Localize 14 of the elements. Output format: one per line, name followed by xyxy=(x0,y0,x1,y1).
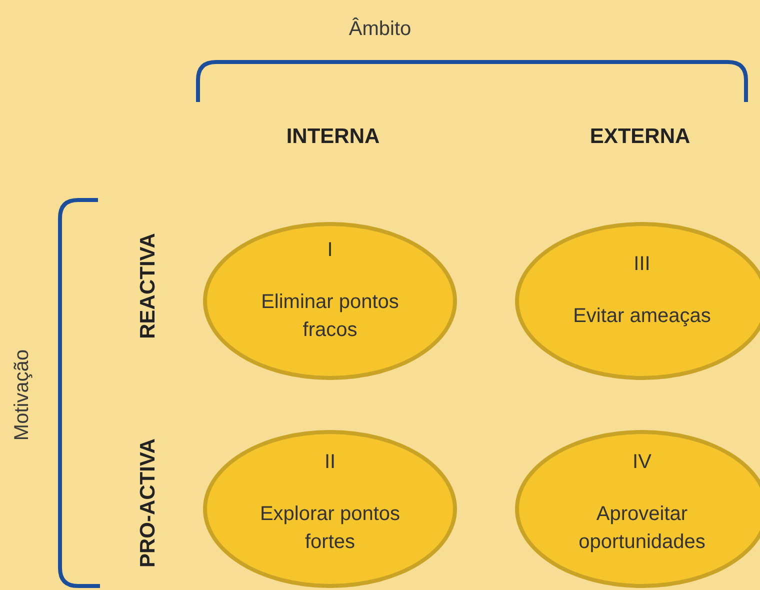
axis-label: Motivação xyxy=(10,349,34,441)
roman-numeral: III xyxy=(634,252,650,277)
column-header: INTERNA xyxy=(286,124,380,150)
roman-numeral: I xyxy=(327,238,333,263)
quadrant-text: Explorar pontos fortes xyxy=(258,502,402,555)
row-header: PRO-ACTIVA xyxy=(135,438,160,568)
quadrant-text: Aproveitar oportunidades xyxy=(578,502,706,555)
quadrant-text: Evitar ameaças xyxy=(572,304,712,329)
axis-label: Âmbito xyxy=(348,16,412,42)
column-header: EXTERNA xyxy=(590,124,690,150)
quadrant-text: Eliminar pontos fracos xyxy=(260,290,400,343)
roman-numeral: IV xyxy=(632,450,652,475)
roman-numeral: II xyxy=(324,450,336,475)
row-header: REACTIVA xyxy=(135,233,160,339)
